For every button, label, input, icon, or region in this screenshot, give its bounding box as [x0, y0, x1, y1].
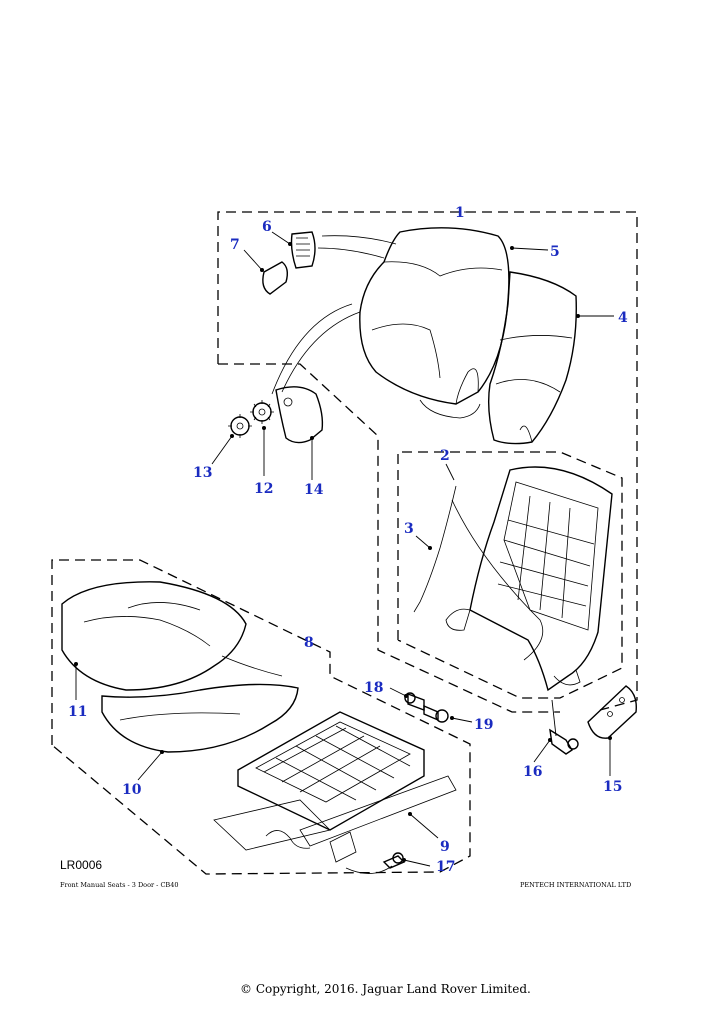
cover-flow-curve-lower-2 [281, 311, 361, 393]
release-cable [413, 485, 457, 613]
recliner-cover-14 [275, 386, 324, 444]
callout-13: 13 [193, 465, 212, 481]
callout-9: 9 [440, 839, 450, 855]
callout-17: 17 [436, 859, 455, 875]
knob-gear-12 [250, 400, 274, 424]
bolt-16 [549, 728, 579, 755]
callout-10: 10 [122, 782, 142, 798]
callout-16: 16 [523, 764, 542, 780]
backrest-cover [359, 227, 510, 419]
knob-gear-13 [228, 414, 252, 438]
seat-cushion-cover [61, 581, 247, 691]
cushion-group-boundary [51, 559, 471, 875]
callout-8: 8 [304, 635, 314, 651]
callout-1: 1 [455, 205, 465, 221]
frame-group-boundary [397, 451, 623, 699]
backrest-group-boundary [217, 211, 638, 713]
backrest-pad [487, 271, 577, 445]
cover-flow-curve-lower [271, 303, 353, 395]
callout-2: 2 [440, 448, 450, 464]
callout-5: 5 [550, 244, 560, 260]
callout-labels: 1 2 3 4 5 6 7 8 9 10 11 12 13 14 15 16 1… [68, 205, 628, 875]
trim-piece-7 [262, 261, 289, 295]
callout-11: 11 [68, 704, 87, 720]
side-bracket-15 [587, 685, 637, 739]
callout-4: 4 [618, 310, 628, 326]
callout-7: 7 [230, 237, 240, 253]
callout-18: 18 [364, 680, 383, 696]
seat-cushion-pad [101, 655, 299, 753]
caption-left: Front Manual Seats - 3 Door - CB40 [60, 881, 178, 889]
callout-12: 12 [254, 481, 273, 497]
cover-flow-curve-upper-2 [317, 247, 385, 259]
caption-right: PENTECH INTERNATIONAL LTD [520, 881, 631, 889]
callout-15: 15 [603, 779, 622, 795]
copyright-notice: © Copyright, 2016. Jaguar Land Rover Lim… [240, 982, 531, 996]
cover-flow-curve-upper [321, 235, 397, 245]
callout-3: 3 [404, 521, 414, 537]
bolt-19 [423, 704, 449, 723]
bolt-17 [382, 852, 406, 869]
reference-code: LR0006 [60, 858, 102, 872]
callout-19: 19 [474, 717, 493, 733]
seat-frame [213, 711, 457, 874]
callout-6: 6 [262, 219, 272, 235]
leader-lines [74, 211, 614, 867]
backrest-frame [445, 466, 613, 692]
release-cable-2 [451, 499, 544, 661]
callout-14: 14 [304, 482, 324, 498]
trim-piece-6 [290, 231, 316, 269]
